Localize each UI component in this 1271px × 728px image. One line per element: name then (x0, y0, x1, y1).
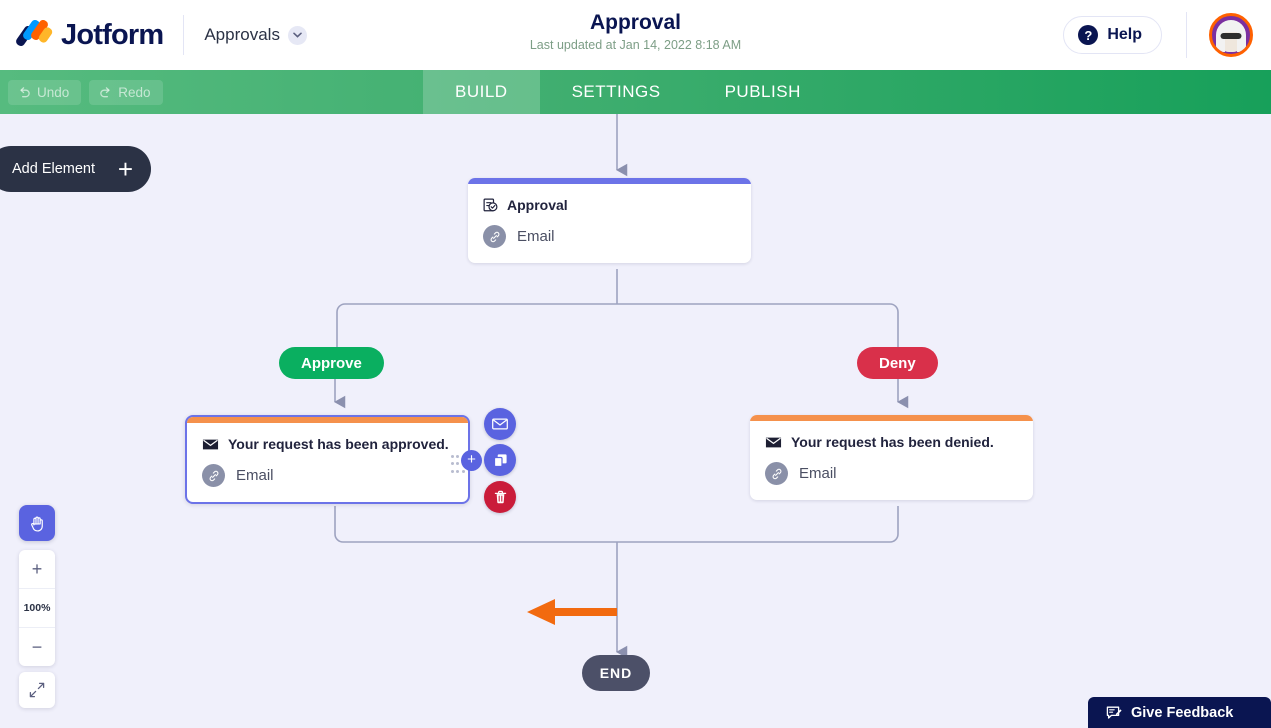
approved-card-accent (187, 417, 468, 423)
approval-card-accent (468, 178, 751, 184)
avatar[interactable] (1209, 13, 1253, 57)
envelope-icon (492, 418, 508, 430)
trash-icon (494, 490, 506, 503)
delete-button[interactable] (484, 481, 516, 513)
envelope-icon (765, 437, 782, 447)
approval-card-title: Approval (507, 197, 568, 213)
give-feedback-button[interactable]: Give Feedback (1088, 697, 1271, 728)
approval-card-sub-row[interactable]: Email (483, 225, 736, 248)
branch-pill-approve-label: Approve (301, 354, 362, 372)
denied-card-sub-label: Email (799, 465, 837, 482)
avatar-glasses (1220, 33, 1242, 39)
fit-to-screen-button[interactable] (19, 672, 55, 708)
logo[interactable]: Jotform (0, 18, 164, 52)
approvals-dropdown-label: Approvals (204, 25, 280, 44)
question-mark-icon: ? (1078, 25, 1099, 45)
zoom-out-button[interactable]: − (31, 636, 43, 657)
chevron-down-icon (287, 25, 307, 45)
branch-pill-deny-label: Deny (879, 354, 916, 372)
approved-card-body: Your request has been approved. Email (187, 423, 468, 502)
link-paperclip-icon (765, 462, 788, 485)
flow-canvas[interactable]: Approval Email Approve Deny (0, 114, 1271, 728)
approval-card-body: Approval Email (468, 184, 751, 263)
approved-card-sub-label: Email (236, 467, 274, 484)
header-divider-2 (1186, 12, 1187, 58)
undo-button[interactable]: Undo (8, 79, 82, 105)
approved-card-sub-row[interactable]: Email (202, 464, 453, 487)
jotform-logo-icon (14, 18, 54, 52)
approval-card-sub-label: Email (517, 228, 555, 245)
logo-text: Jotform (61, 18, 164, 51)
zoom-in-button[interactable]: + (31, 558, 43, 579)
header-right: ? Help (1063, 0, 1271, 70)
redo-button-label: Redo (118, 84, 151, 100)
plus-icon: + (117, 154, 133, 184)
tab-build[interactable]: BUILD (423, 70, 540, 114)
fit-to-screen-icon (29, 682, 45, 698)
build-toolbar: Undo Redo BUILD SETTINGS PUBLISH (0, 70, 1271, 114)
tab-settings[interactable]: SETTINGS (571, 82, 661, 101)
hand-pan-icon (30, 516, 43, 532)
branch-pill-approve[interactable]: Approve (279, 347, 384, 379)
approvals-dropdown[interactable]: Approvals (204, 25, 307, 45)
approval-checklist-icon (483, 198, 498, 211)
denied-card-title: Your request has been denied. (791, 434, 994, 450)
zoom-panel-divider (19, 588, 55, 589)
approved-card[interactable]: Your request has been approved. Email (185, 415, 470, 504)
denied-card[interactable]: Your request has been denied. Email (750, 415, 1033, 500)
add-element-label: Add Element (12, 161, 96, 177)
toolbar-tabs: BUILD SETTINGS PUBLISH (423, 70, 833, 114)
node-denied-email[interactable]: Your request has been denied. Email (750, 415, 1033, 500)
approval-card[interactable]: Approval Email (468, 178, 751, 263)
node-approval[interactable]: Approval Email (468, 178, 751, 263)
add-node-button[interactable]: + (461, 450, 482, 471)
denied-card-title-row: Your request has been denied. (765, 434, 1018, 450)
give-feedback-label: Give Feedback (1131, 704, 1234, 721)
help-button[interactable]: ? Help (1063, 16, 1162, 54)
envelope-icon (202, 439, 219, 449)
help-button-label: Help (1107, 26, 1142, 43)
zoom-panel-divider-2 (19, 627, 55, 628)
undo-arrow-icon (20, 86, 30, 97)
redo-button[interactable]: Redo (89, 79, 163, 105)
link-paperclip-icon (202, 464, 225, 487)
copy-icon (493, 453, 507, 467)
zoom-panel: + 100% − (19, 550, 55, 666)
end-node-label: END (599, 665, 633, 681)
add-element-button[interactable]: Add Element + (0, 146, 151, 192)
link-paperclip-icon (483, 225, 506, 248)
tab-publish[interactable]: PUBLISH (724, 82, 801, 101)
zoom-level-label: 100% (23, 602, 51, 614)
approval-card-title-row: Approval (483, 197, 736, 213)
denied-card-sub-row[interactable]: Email (765, 462, 1018, 485)
header-divider (183, 15, 185, 55)
pan-tool-button[interactable] (19, 505, 55, 541)
feedback-comment-icon (1106, 706, 1122, 719)
branch-pill-deny[interactable]: Deny (857, 347, 938, 379)
denied-card-body: Your request has been denied. Email (750, 421, 1033, 500)
denied-card-accent (750, 415, 1033, 421)
edit-email-button[interactable] (484, 408, 516, 440)
node-end[interactable]: END (582, 655, 650, 691)
approved-card-title: Your request has been approved. (228, 436, 449, 452)
redo-arrow-icon (100, 86, 110, 97)
duplicate-button[interactable] (484, 444, 516, 476)
node-approved-email[interactable]: Your request has been approved. Email (185, 415, 470, 504)
undo-button-label: Undo (37, 84, 70, 100)
app-header: Jotform Approvals Approval Last updated … (0, 0, 1271, 70)
approved-card-title-row: Your request has been approved. (202, 436, 453, 452)
flow-connectors (334, 114, 909, 659)
